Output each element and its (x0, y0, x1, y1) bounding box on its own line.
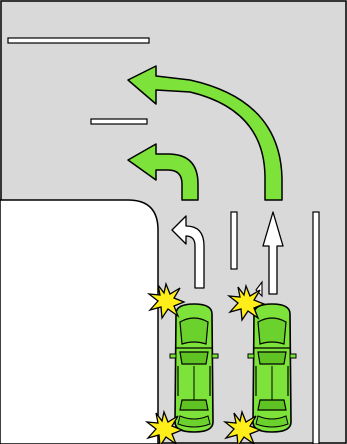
lane-divider-right (312, 211, 320, 444)
lane-straight-arrow-tail (255, 280, 263, 298)
lane-turn-arrow (171, 215, 205, 289)
center-dash (90, 118, 148, 125)
lane-divider-center (230, 211, 238, 270)
left-turn-path-arrow (127, 65, 283, 201)
corner-sidewalk (0, 199, 159, 444)
car-icon-left (169, 303, 219, 433)
top-lane-line (7, 37, 150, 44)
lane-straight-arrow (262, 211, 284, 295)
car-icon-right (247, 303, 297, 433)
left-turn-path-arrow-small (127, 143, 199, 201)
